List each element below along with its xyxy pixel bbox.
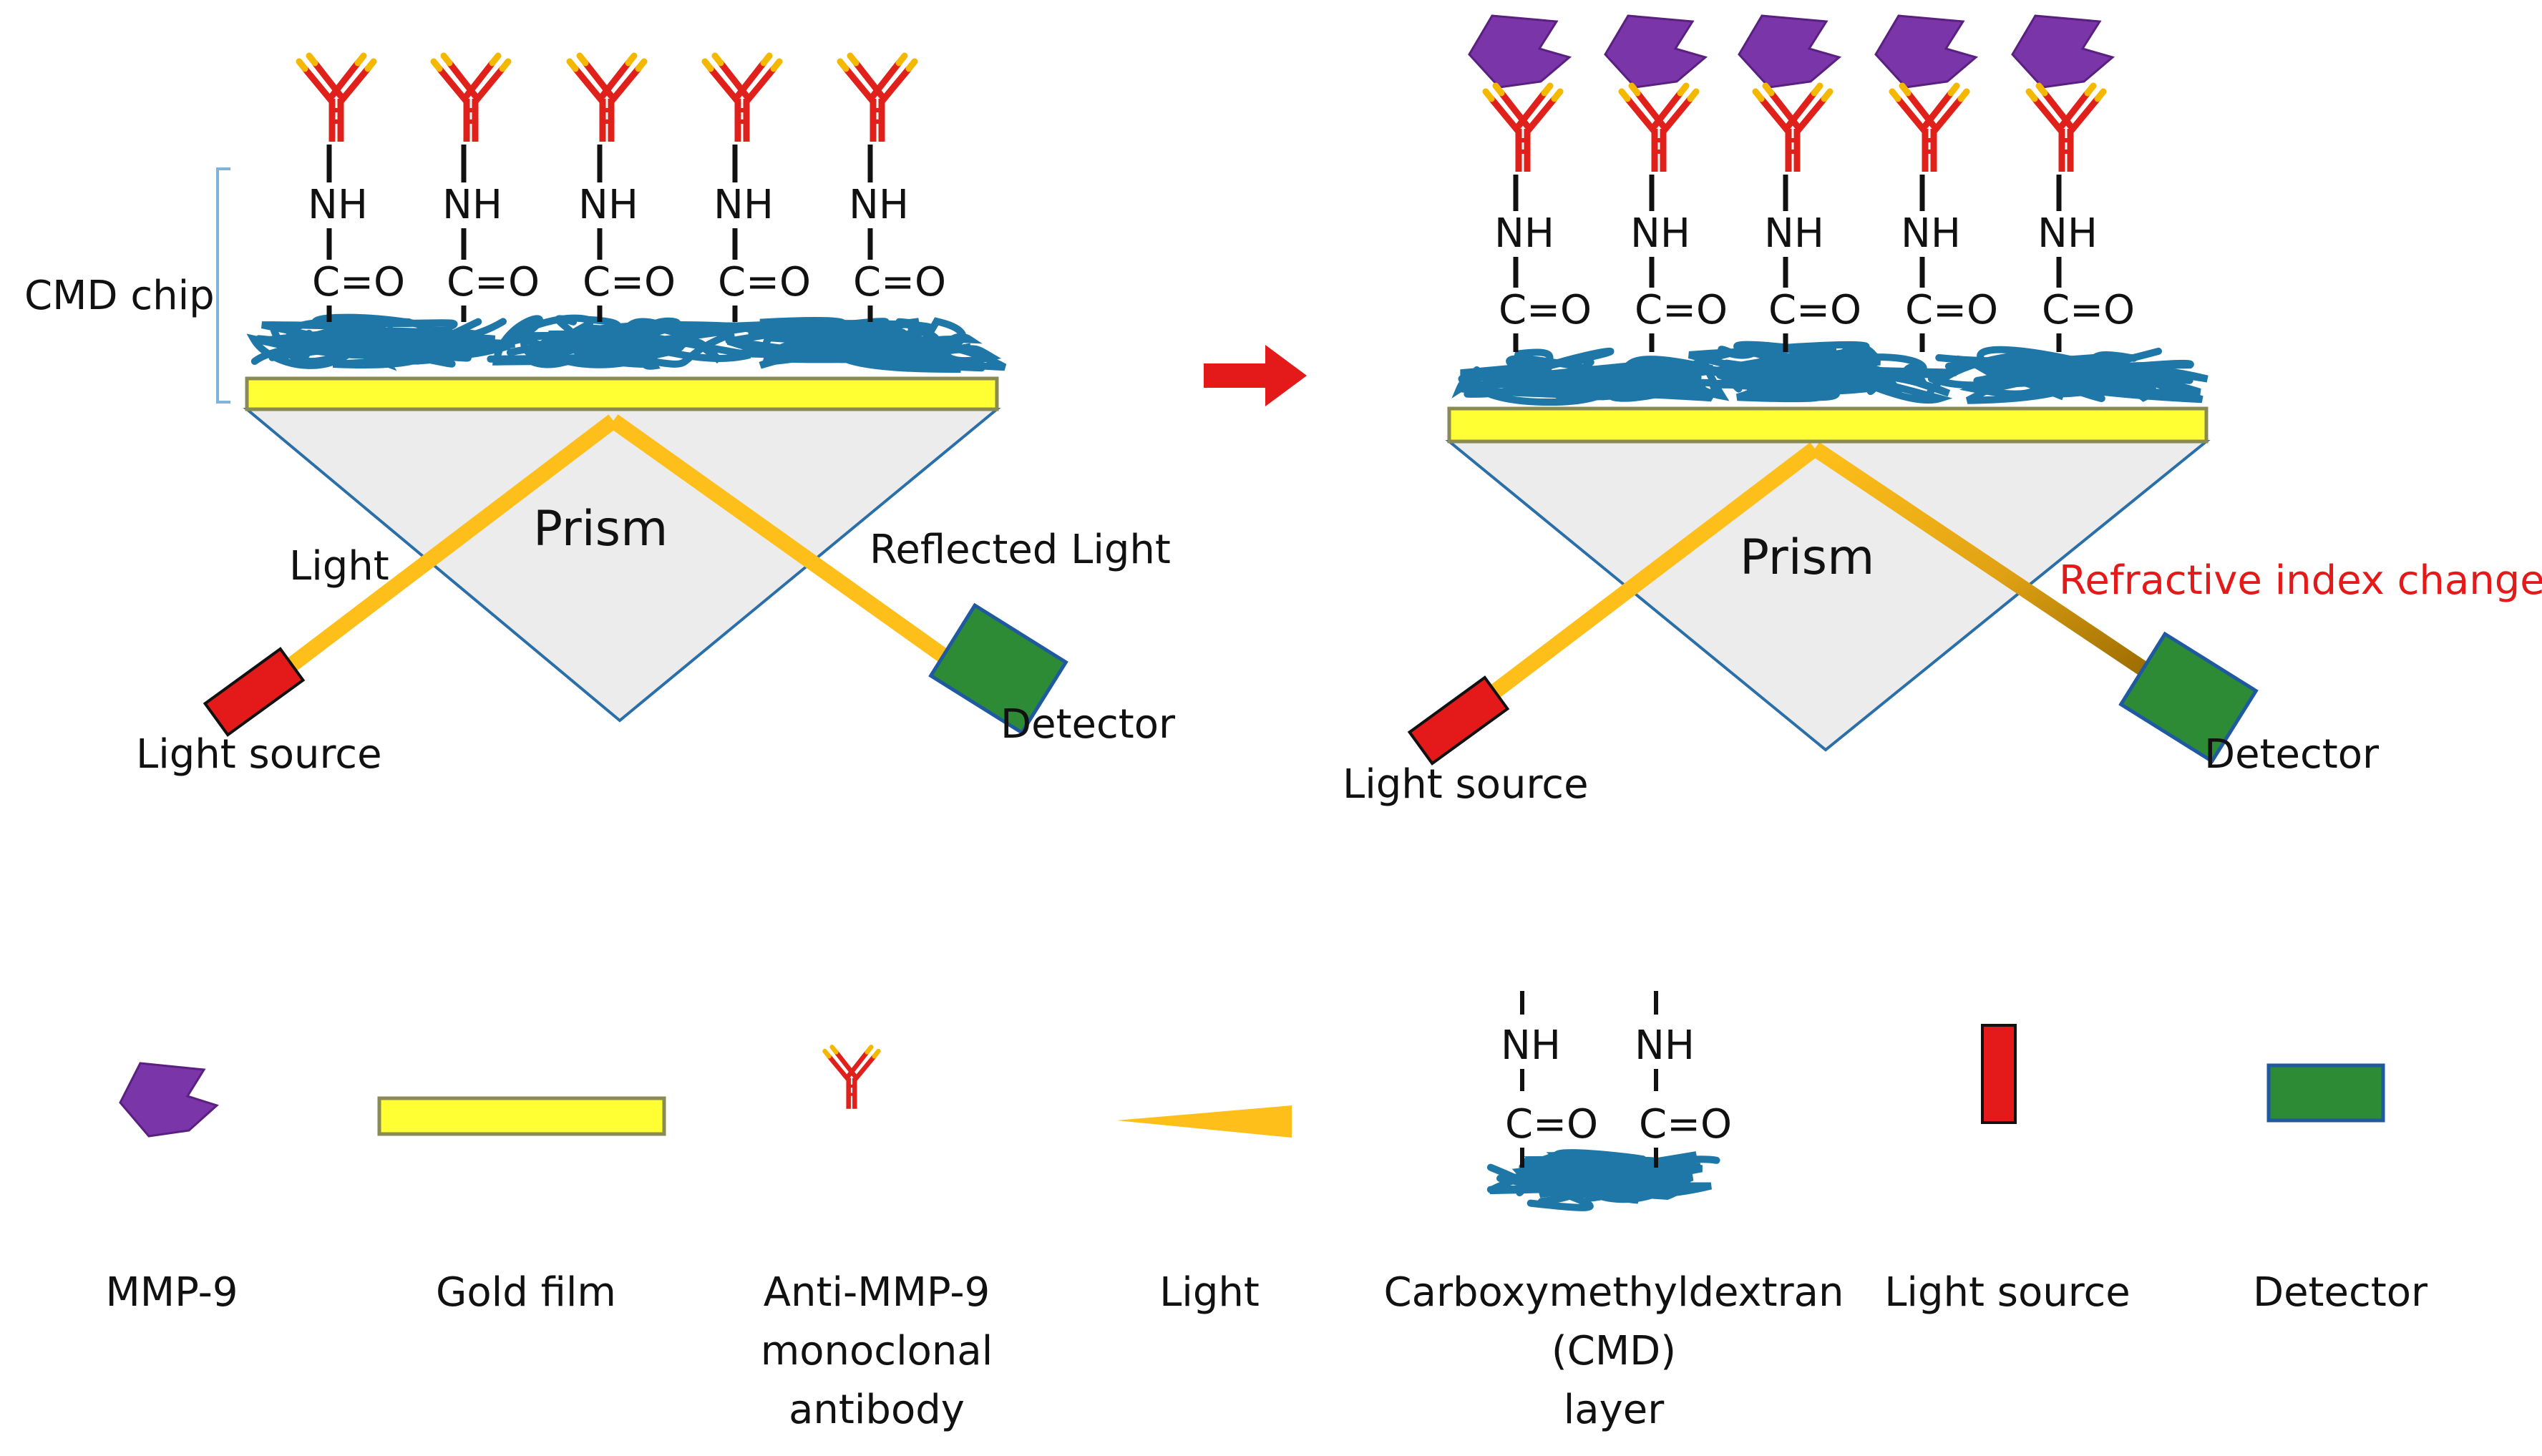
dextran-strand — [764, 317, 967, 357]
transition-arrow — [1204, 345, 1307, 406]
antibody-icon — [1618, 82, 1700, 172]
antibody-icon — [2025, 82, 2107, 172]
antibody-chain-group-right: NH C=O NH C=O NH C=O NH C=O NH C=O — [1468, 14, 2135, 352]
legend-label-source: Light source — [1884, 1269, 2130, 1316]
legend-label-light: Light — [1159, 1269, 1260, 1316]
antibody-icon — [701, 52, 783, 142]
light-source-block-right — [1407, 675, 1510, 766]
nh-label: NH — [849, 182, 909, 228]
antibody-icon — [1482, 82, 1564, 172]
co-label: C=O — [583, 259, 676, 306]
sensor-after-binding: Prism Refractive index change Light sour… — [1343, 14, 2542, 808]
legend-label-detector: Detector — [2253, 1269, 2428, 1316]
sensor-before-binding: CMD chip Prism Light Reflected Light Lig… — [24, 52, 1176, 778]
mmp9-icon — [2011, 14, 2115, 89]
mmp9-icon — [1604, 14, 1708, 89]
nh-label: NH — [1901, 210, 1961, 257]
co-label: C=O — [718, 259, 811, 306]
co-label: C=O — [1639, 1101, 1732, 1148]
light-source-label: Light source — [136, 731, 382, 778]
light-label: Light — [289, 543, 389, 590]
detector-right-label: Detector — [2204, 731, 2380, 778]
dextran-strand — [1685, 341, 1953, 404]
incident-light-beam-right — [1489, 442, 1820, 699]
dextran-strand — [1927, 361, 2201, 402]
mmp9-icon — [1468, 14, 1572, 89]
dextran-strand — [255, 313, 472, 363]
nh-label: NH — [1501, 1022, 1561, 1069]
prism-label: Prism — [533, 501, 668, 557]
light-source-right-label: Light source — [1343, 761, 1589, 808]
nh-label: NH — [1635, 1022, 1695, 1069]
legend-light-symbol — [1116, 1105, 1292, 1138]
nh-label: NH — [442, 182, 502, 228]
gold-film-right — [1447, 406, 2209, 444]
legend-label-mmp9: MMP-9 — [105, 1269, 238, 1316]
antibody-icon — [430, 52, 512, 142]
legend-light-source-symbol — [1981, 1024, 2017, 1124]
co-label: C=O — [1505, 1101, 1598, 1148]
reflected-light-beam — [608, 414, 957, 668]
nh-label: NH — [578, 182, 638, 228]
cmd-chip-label: CMD chip — [24, 273, 215, 319]
nh-label: NH — [1764, 210, 1824, 257]
detector-label: Detector — [1000, 701, 1176, 748]
dextran-strand — [1518, 1152, 1681, 1203]
co-label: C=O — [2042, 287, 2135, 333]
legend-label-gold: Gold film — [436, 1269, 616, 1316]
co-label: C=O — [1635, 287, 1728, 333]
co-label: C=O — [853, 259, 946, 306]
co-label: C=O — [312, 259, 405, 306]
legend-antibody-symbol — [822, 1045, 881, 1109]
antibody-icon — [1752, 82, 1834, 172]
co-label: C=O — [1905, 287, 1998, 333]
prism-right-label: Prism — [1740, 529, 1874, 586]
dextran-strand — [479, 315, 751, 366]
legend-label-cmd: Carboxymethyldextran(CMD)layer — [1384, 1269, 1844, 1433]
legend-cmd-symbol: NH C=O NH C=O — [1486, 991, 1732, 1211]
co-label: C=O — [1499, 287, 1592, 333]
nh-label: NH — [308, 182, 368, 228]
incident-light-beam — [281, 414, 618, 675]
antibody-icon — [822, 1045, 881, 1109]
detector-block — [928, 602, 1068, 736]
reflected-light-beam-right — [1810, 441, 2159, 683]
antibody-icon — [296, 52, 377, 142]
legend-detector-symbol — [2266, 1063, 2385, 1123]
dextran-strand — [1456, 355, 1708, 401]
cmd-dextran-layer-right — [1451, 341, 2209, 406]
antibody-chain-group: NH C=O NH C=O NH C=O NH C=O NH C=O — [296, 52, 946, 322]
antibody-icon — [1889, 82, 1970, 172]
mmp9-icon — [1738, 14, 1842, 89]
co-label: C=O — [447, 259, 540, 306]
cmd-chip-bracket — [216, 167, 230, 404]
nh-label: NH — [2037, 210, 2098, 257]
refractive-index-label: Refractive index change — [2059, 557, 2542, 604]
detector-block-right — [2118, 631, 2259, 764]
dextran-strand — [250, 318, 464, 367]
legend-mmp9-symbol — [119, 1062, 219, 1138]
gold-film — [245, 376, 999, 411]
nh-label: NH — [714, 182, 774, 228]
light-source-block — [203, 647, 306, 737]
co-label: C=O — [1768, 287, 1861, 333]
cmd-dextran-layer — [246, 313, 1007, 373]
nh-label: NH — [1630, 210, 1690, 257]
reflected-light-label: Reflected Light — [870, 527, 1171, 573]
antibody-icon — [566, 52, 648, 142]
antibody-icon — [837, 52, 918, 142]
legend-gold-film-symbol — [377, 1096, 666, 1136]
mmp9-icon — [1874, 14, 1979, 89]
nh-label: NH — [1494, 210, 1554, 257]
